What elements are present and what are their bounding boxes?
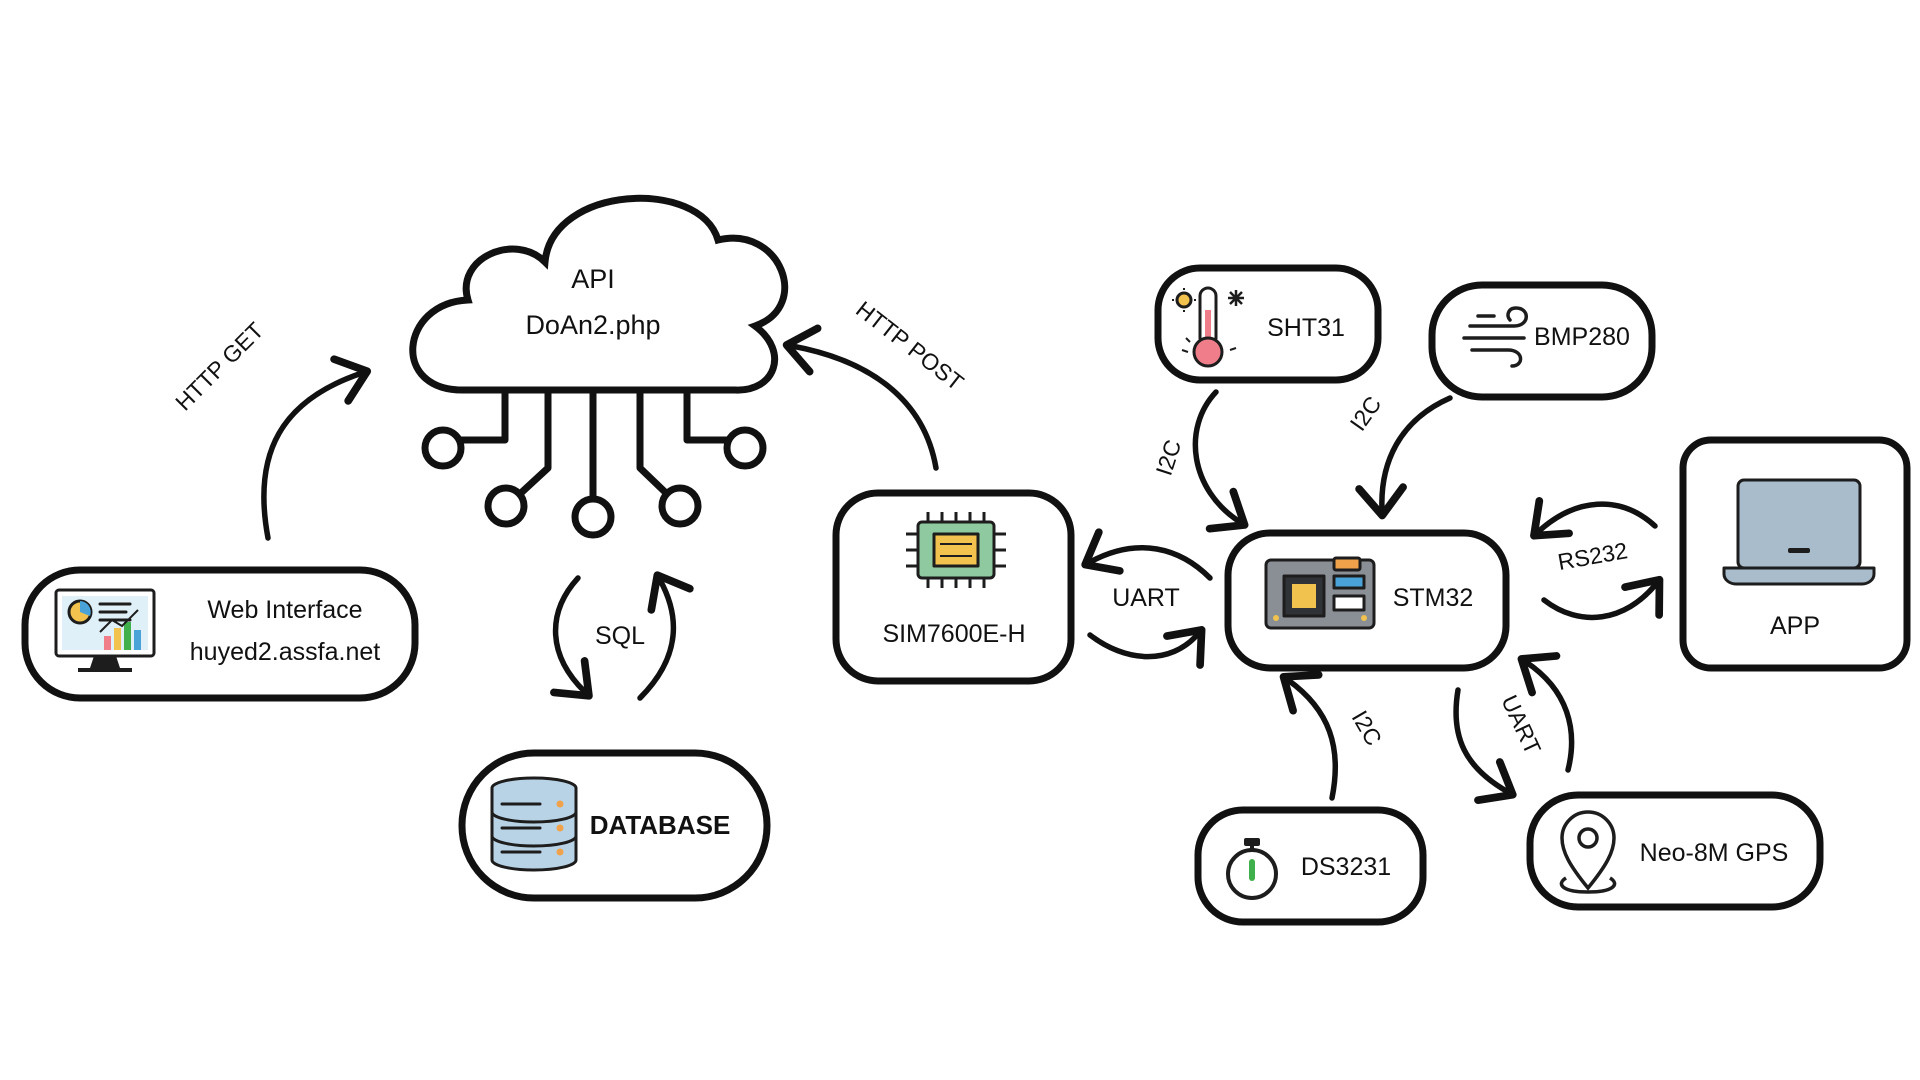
cloud-api: API DoAn2.php <box>409 194 789 539</box>
sht31-label: SHT31 <box>1267 314 1345 342</box>
http-post-arrow <box>782 324 939 471</box>
sql-label: SQL <box>595 622 645 650</box>
bmp280-label: BMP280 <box>1534 323 1630 351</box>
http-get-label: HTTP GET <box>170 317 269 416</box>
node-sht31: SHT31 <box>1154 264 1382 384</box>
stm32-label: STM32 <box>1393 584 1474 612</box>
chip-icon <box>906 512 1006 588</box>
uart-arrow-to-sim <box>1081 528 1213 581</box>
i2c-sht31-label: I2C <box>1150 436 1186 478</box>
sql-arrow-up <box>637 571 694 701</box>
app-label: APP <box>1770 612 1820 640</box>
cloud-api-endpoint: DoAn2.php <box>525 310 660 340</box>
uart-arrow-to-stm32-from-gps <box>1517 652 1575 773</box>
dashboard-monitor-icon <box>54 588 156 672</box>
stopwatch-icon <box>1226 838 1278 900</box>
ds3231-label: DS3231 <box>1301 853 1391 881</box>
laptop-icon <box>1722 478 1876 586</box>
node-database: DATABASE <box>458 749 771 902</box>
uart-sim-label: UART <box>1112 584 1180 612</box>
node-ds3231: DS3231 <box>1194 806 1427 926</box>
wind-icon <box>1462 306 1528 368</box>
gps-label: Neo-8M GPS <box>1640 839 1789 867</box>
cloud-api-title: API <box>571 264 615 294</box>
i2c-bmp280-arrow <box>1355 395 1453 520</box>
sql-arrow-down <box>550 575 593 700</box>
node-gps: Neo-8M GPS <box>1526 791 1824 911</box>
http-post-label: HTTP POST <box>851 296 968 396</box>
i2c-bmp280-label: I2C <box>1345 391 1387 435</box>
rs232-arrow-to-stm32 <box>1530 497 1658 540</box>
uart-arrow-to-gps <box>1453 687 1517 805</box>
sim7600-label: SIM7600E-H <box>882 620 1025 648</box>
i2c-ds3231-label: I2C <box>1347 706 1387 750</box>
database-label: DATABASE <box>590 810 731 840</box>
location-pin-icon <box>1559 810 1617 894</box>
uart-arrow-to-stm32 <box>1087 626 1206 669</box>
thermometer-icon <box>1172 286 1244 368</box>
i2c-sht31-arrow <box>1192 389 1249 533</box>
node-stm32: STM32 <box>1224 529 1510 672</box>
circuit-board-icon <box>1264 556 1376 630</box>
web-interface-url: huyed2.assfa.net <box>190 638 380 666</box>
rs232-label: RS232 <box>1556 537 1630 575</box>
node-app: APP <box>1679 436 1911 672</box>
rs232-arrow-to-app <box>1541 575 1664 621</box>
i2c-ds3231-arrow <box>1279 671 1338 801</box>
node-bmp280: BMP280 <box>1428 281 1656 401</box>
web-interface-title: Web Interface <box>207 596 362 624</box>
database-server-icon <box>490 776 578 872</box>
node-web-interface: Web Interface huyed2.assfa.net <box>21 566 419 702</box>
http-get-arrow <box>261 355 372 541</box>
uart-gps-label: UART <box>1496 691 1546 758</box>
node-sim7600: SIM7600E-H <box>832 489 1075 685</box>
